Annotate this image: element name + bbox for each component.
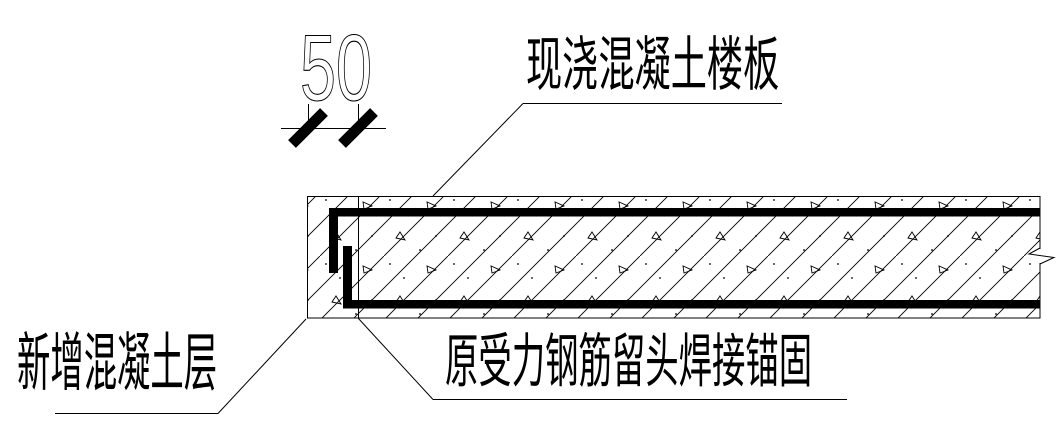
concrete-hatch	[307, 196, 1041, 319]
leader-new-layer-label	[55, 318, 307, 414]
bottom-rebar-with-hook	[343, 246, 1040, 309]
leader-rebar-anchor-label	[357, 317, 847, 400]
label-original-rebar-anchorage: 原受力钢筋留头焊接锚固	[445, 327, 813, 394]
slab-section	[307, 196, 1056, 319]
top-rebar-with-hook	[329, 208, 1040, 273]
break-symbol	[1027, 247, 1056, 265]
leader-slab-label	[432, 103, 782, 197]
label-cast-in-place-slab: 现浇混凝土楼板	[526, 32, 780, 99]
tick-mark-right	[338, 108, 378, 148]
label-new-concrete-layer: 新增混凝土层	[17, 327, 218, 400]
dimension-50: 50	[281, 14, 386, 148]
tick-mark-left	[288, 108, 328, 148]
dimension-text: 50	[300, 15, 372, 120]
